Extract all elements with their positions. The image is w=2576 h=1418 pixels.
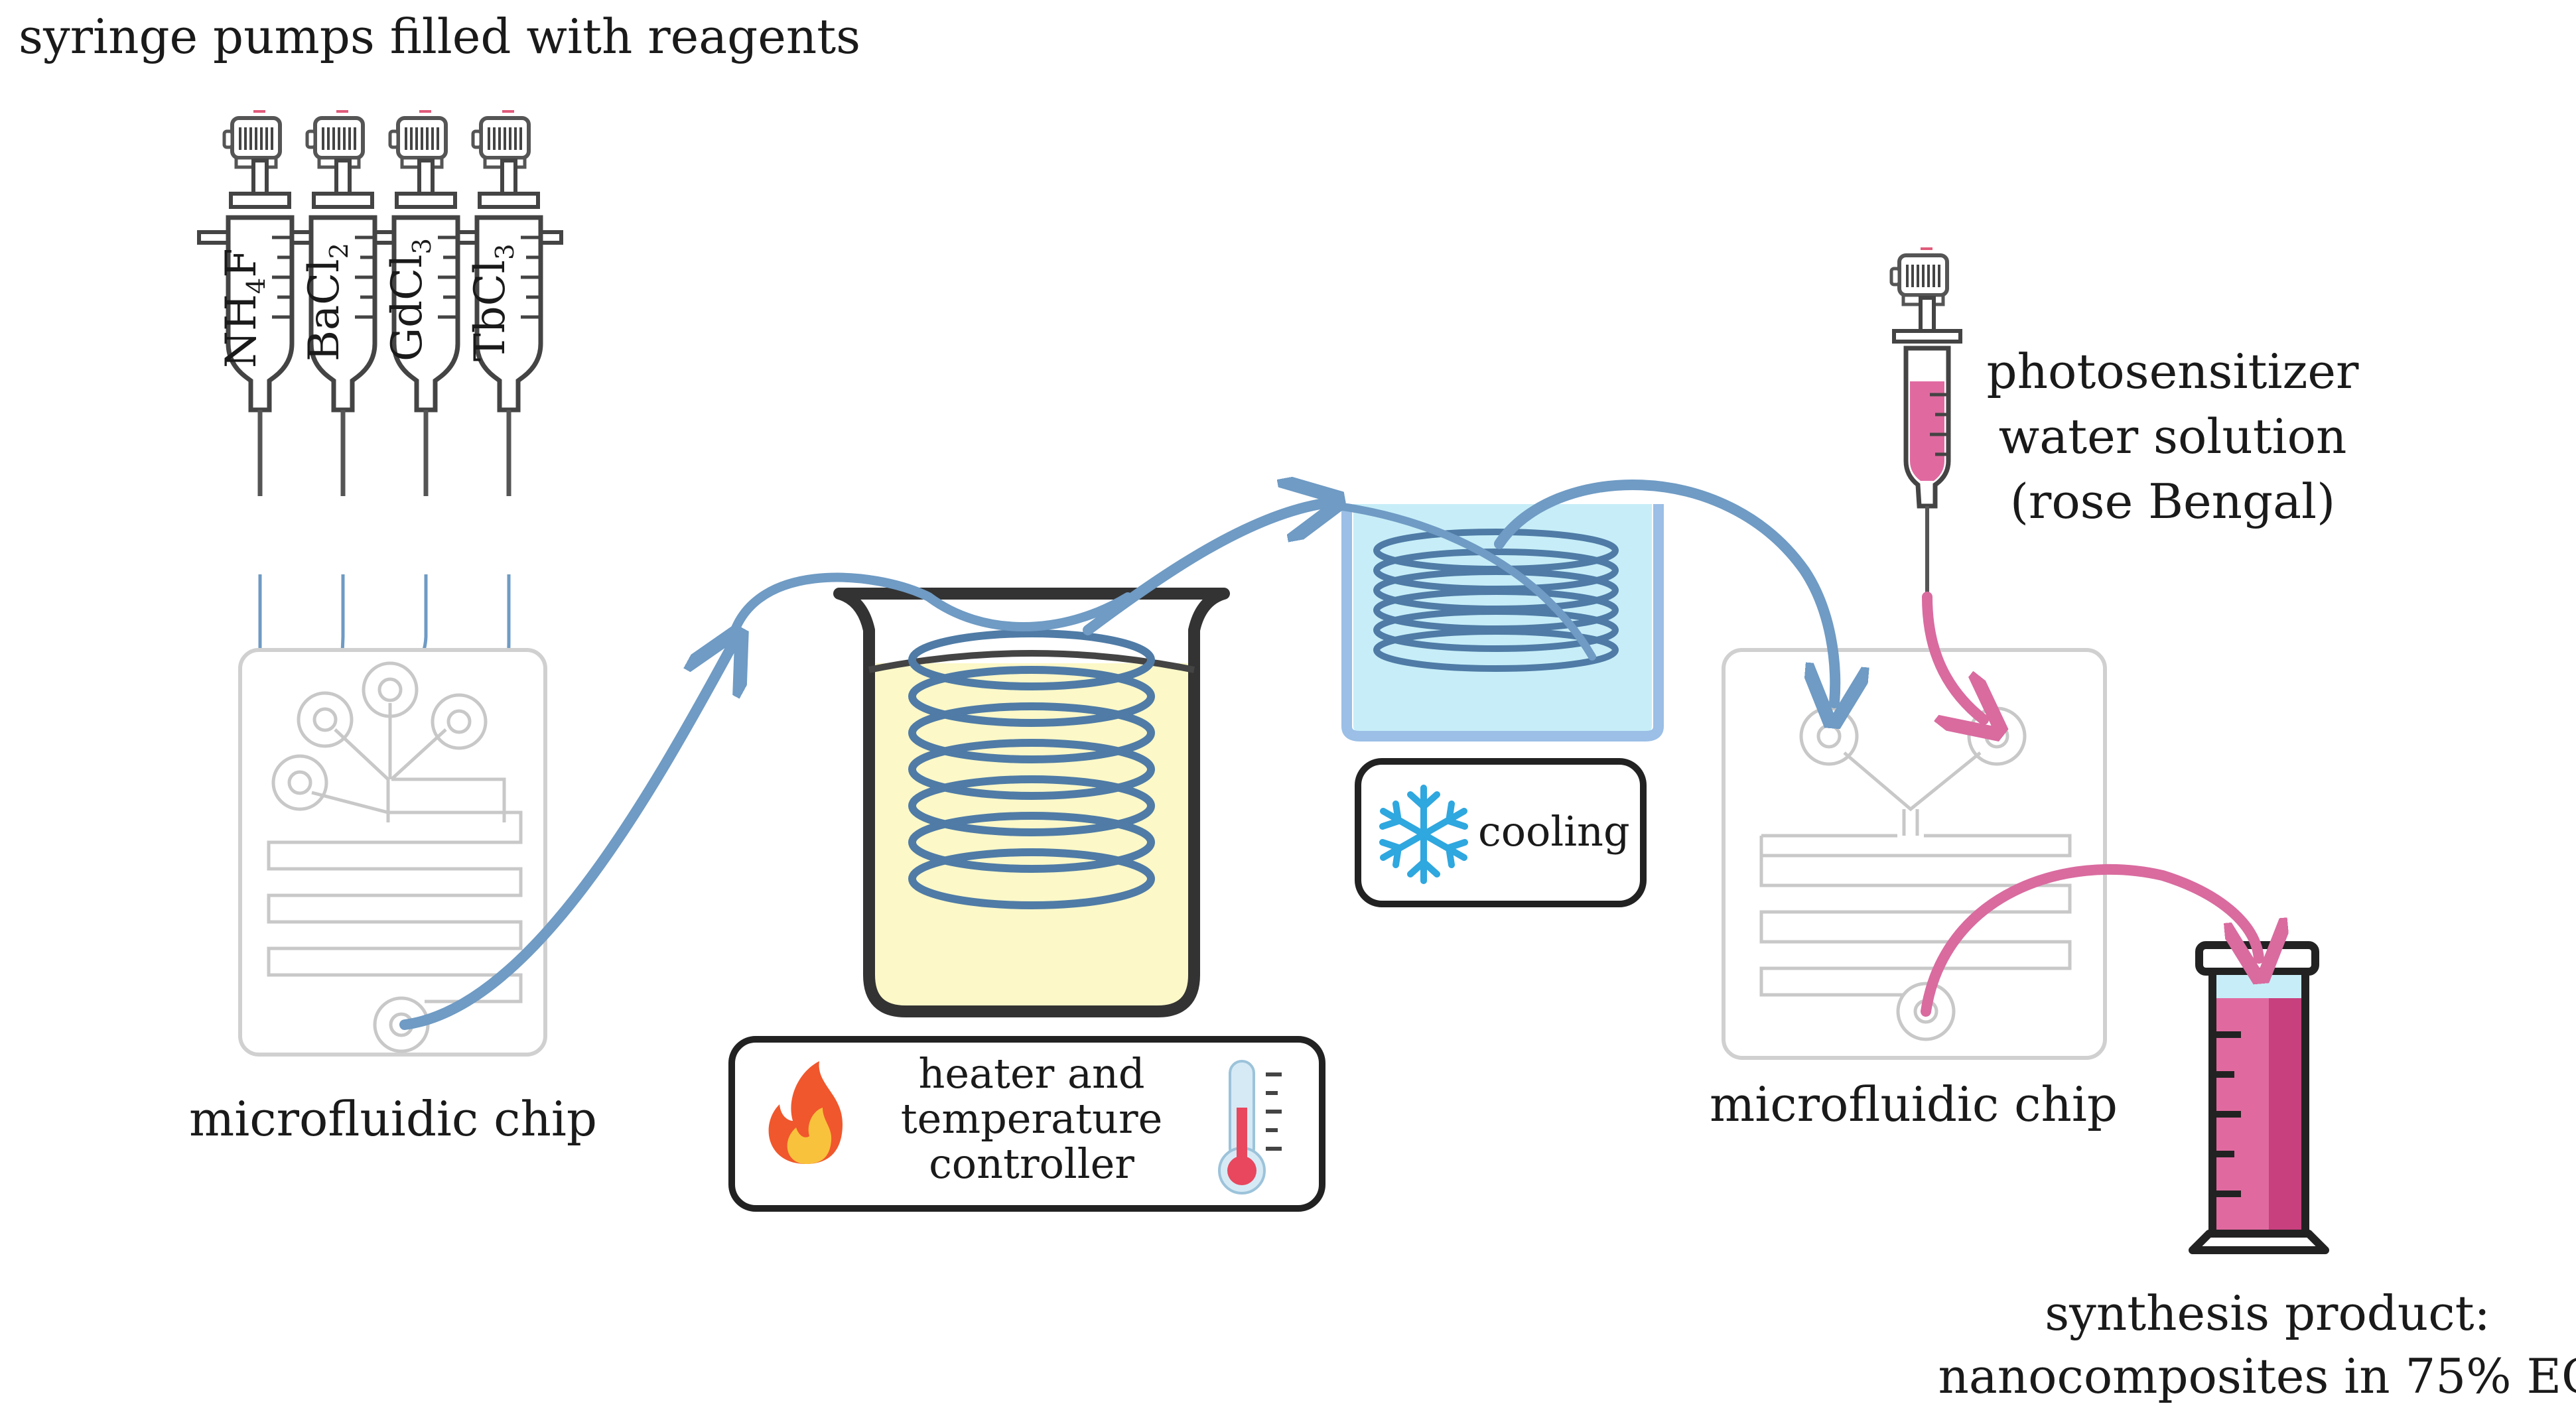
microfluidic-chip-1: [238, 648, 547, 1057]
heated-beaker: [833, 588, 1230, 1017]
photosensitizer-line1: photosensitizer: [1987, 344, 2360, 399]
product-line1: synthesis product:: [2045, 1285, 2490, 1341]
reagent-label-1: NH4F: [217, 248, 271, 368]
cooling-beaker: [1341, 504, 1664, 741]
heater-label-line3: controller: [929, 1139, 1134, 1188]
diagram-title: syringe pumps filled with reagents: [19, 9, 860, 64]
thermometer-icon: [1218, 1060, 1282, 1194]
flow-tube-into-heater: [725, 572, 1132, 655]
heater-label-line2: temperature: [901, 1094, 1163, 1143]
snowflake-icon: [1379, 785, 1468, 884]
flame-icon: [768, 1061, 843, 1164]
photosensitizer-line2: water solution: [1999, 409, 2347, 464]
reagent-label-4: TbCl3: [466, 243, 520, 361]
heater-controller-box: heater and temperature controller: [728, 1036, 1325, 1212]
reagent-label-2: BaCl2: [300, 243, 354, 361]
syringe-pump-array: NH4F BaCl2 GdCl3 TbCl3: [197, 111, 563, 496]
cooling-label: cooling: [1478, 807, 1630, 856]
chip2-label: microfluidic chip: [1710, 1076, 2118, 1132]
flow-arrow-chip2-to-cylinder: [1921, 864, 2259, 1017]
reagent-label-3: GdCl3: [383, 238, 437, 361]
microfluidic-chip-2: [1722, 648, 2107, 1060]
flow-arrow-cooling-to-chip2: [1494, 479, 1835, 703]
chip1-label: microfluidic chip: [189, 1091, 597, 1147]
photosensitizer-pump: [1891, 249, 1962, 597]
graduated-cylinder: [2189, 941, 2329, 1254]
flow-arrow-heater-to-cooling: [1083, 504, 1320, 635]
flow-tube-into-cooling: [1316, 500, 1596, 661]
product-line2: nanocomposites in 75% EG: [1938, 1348, 2576, 1404]
flow-arrow-chip1-to-heater: [399, 650, 730, 1030]
flow-arrows: [399, 479, 2259, 1030]
heater-coil: [908, 629, 1155, 909]
flow-arrow-photosensitizer-to-chip2: [1922, 592, 1984, 720]
photosensitizer-line3: (rose Bengal): [2010, 474, 2335, 529]
cooling-coil: [1373, 529, 1619, 672]
cooling-box: cooling: [1355, 758, 1647, 907]
heater-label-line1: heater and: [918, 1049, 1144, 1098]
